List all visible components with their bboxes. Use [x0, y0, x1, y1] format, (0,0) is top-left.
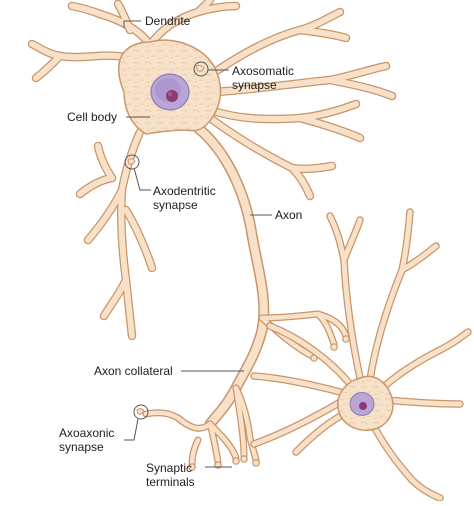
label-axosomatic-synapse: Axosomatic synapse — [232, 64, 295, 92]
label-synaptic-terminals: Synaptic terminals — [146, 461, 195, 489]
lower-nucleolus — [359, 402, 367, 410]
label-axodentritic-synapse: Axodentritic synapse — [153, 184, 216, 212]
label-dendrite: Dendrite — [145, 14, 191, 28]
upper-neuron — [27, 0, 397, 471]
label-axoaxonic-synapse: Axoaxonic synapse — [59, 426, 115, 454]
leader-lines — [123, 20, 272, 468]
lower-neuron — [250, 208, 472, 502]
leader-dendrite — [123, 20, 141, 28]
upper-nucleolus — [166, 90, 178, 102]
axoaxonic-synapse-marker — [133, 404, 149, 420]
synaptic-terminal-boutons — [188, 335, 350, 471]
label-axon: Axon — [275, 208, 303, 222]
leader-axodentritic — [133, 167, 151, 191]
leader-axoaxonic — [124, 418, 139, 441]
synapse-markers — [124, 61, 209, 420]
axosomatic-synapse-marker — [193, 61, 209, 77]
upper-dendrites — [27, 0, 397, 341]
axodentritic-synapse-marker — [124, 154, 140, 170]
label-cell-body: Cell body — [67, 110, 118, 124]
label-axon-collateral: Axon collateral — [94, 364, 173, 378]
